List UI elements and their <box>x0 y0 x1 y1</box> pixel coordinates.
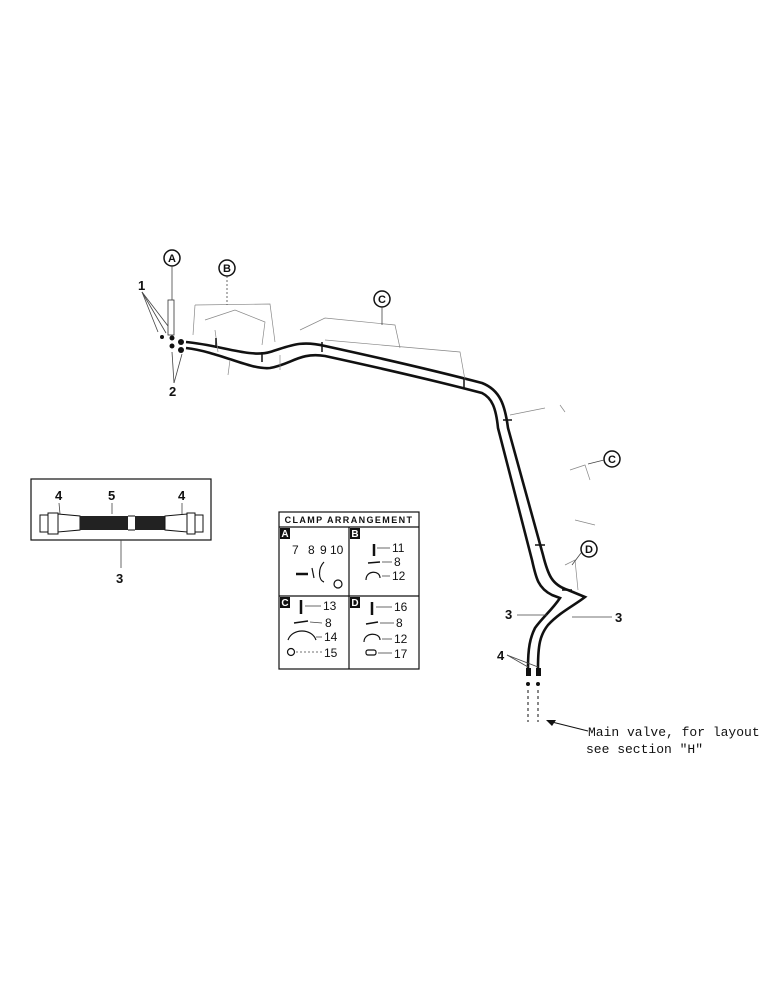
svg-text:12: 12 <box>394 632 408 646</box>
section-callout-d: D <box>571 540 598 566</box>
svg-text:13: 13 <box>323 599 337 613</box>
svg-text:C: C <box>281 598 288 609</box>
clamp-table-title: CLAMP ARRANGEMENT <box>285 515 414 525</box>
section-callout-a: A <box>163 249 181 300</box>
svg-text:D: D <box>585 544 593 556</box>
hydraulic-lines <box>160 335 588 722</box>
part-label-3-left: 3 <box>505 607 547 622</box>
svg-text:16: 16 <box>394 600 408 614</box>
svg-text:1: 1 <box>138 278 145 293</box>
section-callout-c-upper: C <box>373 290 391 325</box>
part-label-4-bottom: 4 <box>497 648 539 668</box>
svg-text:A: A <box>281 529 288 540</box>
hose-assembly-inset: 4 5 4 3 <box>30 478 212 586</box>
svg-text:17: 17 <box>394 647 408 661</box>
main-valve-note: Main valve, for layout see section "H" <box>546 720 760 757</box>
hydraulic-line-lower <box>185 346 562 669</box>
svg-text:8: 8 <box>308 543 315 557</box>
svg-text:7: 7 <box>292 543 299 557</box>
svg-text:4: 4 <box>55 488 63 503</box>
svg-text:15: 15 <box>324 646 338 660</box>
clamp-cell-c: C 13 8 14 15 <box>280 597 338 660</box>
section-callout-c-lower: C <box>587 450 621 468</box>
svg-text:4: 4 <box>497 648 505 663</box>
svg-text:D: D <box>351 598 358 609</box>
svg-text:3: 3 <box>116 571 123 586</box>
part-label-3-right: 3 <box>572 610 622 625</box>
svg-text:11: 11 <box>392 541 405 555</box>
svg-text:9: 9 <box>320 543 327 557</box>
svg-text:2: 2 <box>169 384 176 399</box>
clamp-arrangement-table: CLAMP ARRANGEMENT A 7 8 9 10 B 11 8 12 <box>278 511 420 670</box>
svg-text:3: 3 <box>615 610 622 625</box>
part-label-2: 2 <box>169 351 183 399</box>
svg-text:3: 3 <box>505 607 512 622</box>
svg-text:8: 8 <box>325 616 332 630</box>
svg-text:14: 14 <box>324 630 338 644</box>
clamp-cell-a: A 7 8 9 10 <box>280 528 344 589</box>
svg-text:C: C <box>608 454 616 466</box>
svg-text:10: 10 <box>330 543 344 557</box>
svg-text:A: A <box>168 253 176 265</box>
svg-text:B: B <box>223 263 231 275</box>
svg-text:8: 8 <box>394 555 401 569</box>
svg-text:5: 5 <box>108 488 115 503</box>
svg-text:B: B <box>351 529 358 540</box>
part-label-1: 1 <box>138 278 169 334</box>
svg-text:8: 8 <box>396 616 403 630</box>
svg-text:Main valve, for layout: Main valve, for layout <box>588 725 760 740</box>
svg-text:C: C <box>378 294 386 306</box>
svg-text:see section "H": see section "H" <box>586 742 703 757</box>
clamp-cell-d: D 16 8 12 17 <box>350 597 408 661</box>
svg-text:12: 12 <box>392 569 406 583</box>
clamp-cell-b: B 11 8 12 <box>350 528 406 583</box>
section-callout-b: B <box>218 259 236 305</box>
svg-text:4: 4 <box>178 488 186 503</box>
hydraulic-line-upper <box>185 340 588 669</box>
frame-outline <box>167 299 596 591</box>
